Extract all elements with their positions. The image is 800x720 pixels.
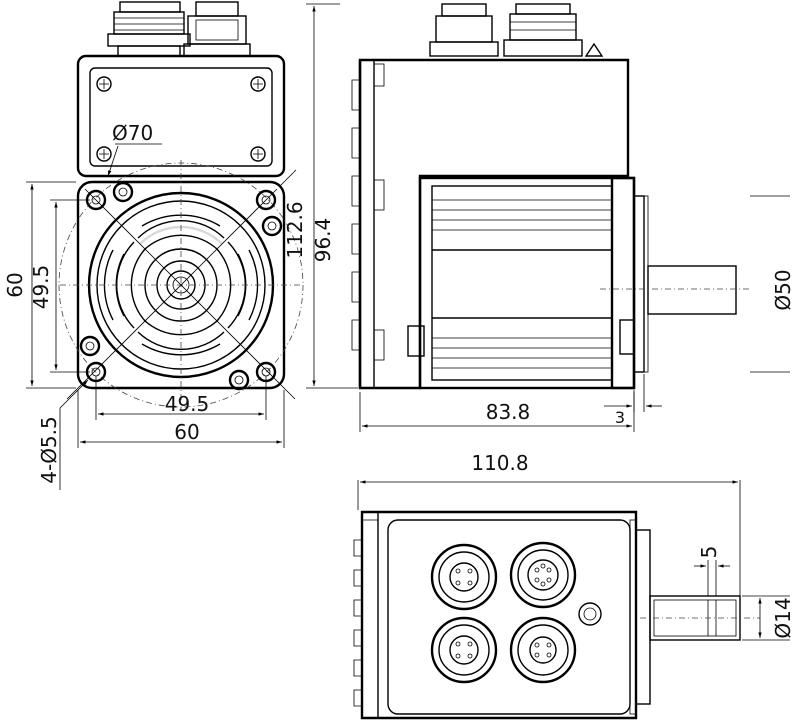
side-connector-left [429,3,499,57]
bottom-fins [353,539,362,707]
dim-pilot-circle: Ø70 [112,121,153,145]
dim-front-hole-x: 49.5 [165,392,210,416]
dim-flange-thickness: 3 [615,408,625,427]
side-motor-body [418,176,636,390]
dim-front-width: 60 [174,420,199,444]
dim-side-length: 83.8 [486,400,531,424]
dim-flange-diameter: Ø50 [771,269,795,310]
bottom-connector-3 [430,616,498,684]
front-connector-left [107,1,191,57]
side-flange [610,176,636,390]
dim-diagonal: 112.6 [283,201,307,258]
bottom-body [360,510,638,720]
bottom-connector-2 [509,541,577,609]
dim-front-height: 60 [3,272,27,297]
terminal-box-lid [89,67,273,167]
dim-front-hole-y: 49.5 [29,265,53,310]
front-view: 60 49.5 49.5 60 Ø70 112.6 4-Ø5.5 [3,1,307,490]
side-body-ribs [432,199,612,369]
side-fins [351,63,385,361]
dim-shaft-diameter: Ø14 [771,597,795,638]
bottom-connector-1 [430,543,498,611]
side-view: 96.4 83.8 3 Ø50 [306,3,795,432]
dim-mounting-holes: 4-Ø5.5 [37,416,61,484]
side-connector-right [503,3,604,57]
side-terminal-box [358,58,630,390]
front-connector-right [183,1,251,57]
bottom-vent-plug [578,602,602,626]
bottom-flange [635,529,651,705]
bottom-connector-plate [387,519,631,715]
lid-screws [96,76,266,162]
bottom-view: 110.8 5 Ø14 [353,451,795,720]
dim-side-height: 96.4 [311,218,335,263]
dim-key-width: 5 [697,546,721,559]
side-shaft [647,265,737,315]
dim-total-length: 110.8 [471,451,528,475]
bottom-connector-4 [509,616,577,684]
